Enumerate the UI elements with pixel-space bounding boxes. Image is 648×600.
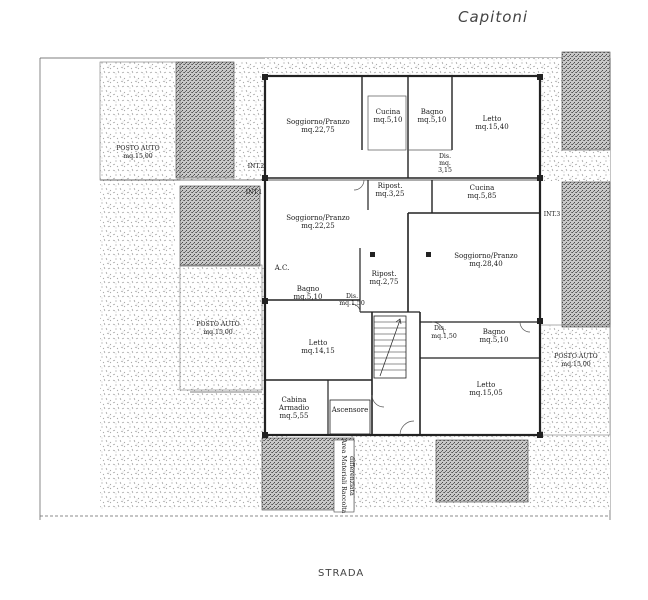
parking-label: POSTO AUTO	[116, 145, 160, 152]
room-name: Bagno	[483, 328, 506, 336]
room-name: Letto	[309, 339, 328, 347]
room-area: mq.3,25	[376, 190, 405, 198]
room-area: mq.5,10	[418, 116, 447, 124]
room-area: mq.14,15	[301, 347, 334, 355]
room-name: Bagno	[297, 285, 320, 293]
room-area: mq.1,50	[431, 333, 457, 340]
room-area: mq.2,75	[370, 278, 399, 286]
intercom-int2: INT.2	[248, 163, 265, 170]
street-label: STRADA	[318, 568, 364, 579]
room-name: Soggiorno/Pranzo	[286, 214, 350, 222]
door-swings	[351, 179, 531, 436]
room-area: mq.1,50	[339, 300, 365, 307]
room-area: mq.	[439, 160, 451, 167]
room-name: Soggiorno/Pranzo	[454, 252, 518, 260]
room-name: Soggiorno/Pranzo	[286, 118, 350, 126]
elevator-shaft	[329, 399, 371, 435]
room-name: Ripost.	[372, 270, 397, 278]
svg-text:Area Materiali Raccolta: Area Materiali Raccolta	[340, 438, 347, 514]
parking-area: mq.15,00	[123, 153, 153, 160]
parking-label: POSTO AUTO	[196, 321, 240, 328]
intercom-int1: INT.1	[246, 189, 262, 196]
staircase	[373, 315, 407, 379]
room-area: mq.5,10	[480, 336, 509, 344]
room-name: Ripost.	[378, 182, 403, 190]
handwritten-title: Capitoni	[458, 8, 528, 26]
room-area: mq.22,75	[301, 126, 334, 134]
building-walls	[262, 74, 543, 438]
svg-text:differenziata: differenziata	[348, 456, 355, 496]
ac-label: A.C.	[274, 264, 290, 272]
room-name: Letto	[483, 115, 502, 123]
room-area: 3,15	[438, 167, 452, 174]
room-name: Ascensore	[331, 406, 369, 414]
room-name: Armadio	[278, 404, 309, 412]
room-area: mq.5,10	[294, 293, 323, 301]
room-name: Letto	[477, 381, 496, 389]
room-name: Dis.	[439, 153, 451, 160]
room-name: Cabina	[282, 396, 307, 404]
parking-area: mq.15,00	[561, 361, 591, 368]
room-area: mq.5,55	[280, 412, 309, 420]
room-area: mq.28,40	[469, 260, 502, 268]
room-area: mq.5,10	[374, 116, 403, 124]
room-name: Dis.	[434, 325, 446, 332]
room-area: mq.22,25	[301, 222, 334, 230]
room-name: Cucina	[470, 184, 495, 192]
room-area: mq.15,40	[475, 123, 508, 131]
room-name: Cucina	[376, 108, 401, 116]
room-area: mq.5,85	[468, 192, 497, 200]
room-name: Dis.	[346, 293, 358, 300]
room-name: Bagno	[421, 108, 444, 116]
parking-area: mq.15,00	[203, 329, 233, 336]
parking-label: POSTO AUTO	[554, 353, 598, 360]
waste-collection-label: Area Materiali Raccolta differenziata	[333, 438, 355, 514]
room-area: mq.15,05	[469, 389, 502, 397]
intercom-int3: INT.3	[544, 211, 561, 218]
